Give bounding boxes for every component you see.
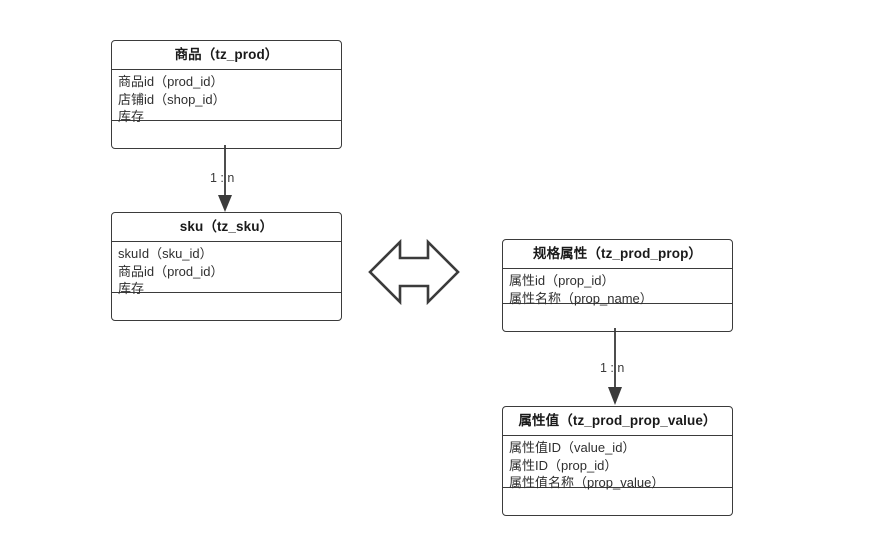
attribute-row: 商品id（prod_id）: [118, 74, 224, 89]
attribute-row: 属性名称（prop_name）: [509, 290, 653, 306]
attribute-row: 属性ID（prop_id）: [509, 457, 618, 473]
relation-arrow-prop-to-prop-value: [608, 328, 622, 405]
entity-footer-tz-prod: [112, 121, 341, 148]
relation-cardinality-label-prop-prop-value: 1 : n: [600, 361, 625, 375]
entity-header-tz-prod-prop-value: 属性值（tz_prod_prop_value）: [503, 407, 732, 436]
attribute-row: 库存: [118, 281, 145, 296]
entity-footer-tz-prod-prop: [503, 304, 732, 331]
attribute-row: 属性值ID（value_id）: [509, 440, 636, 455]
entity-box-tz-prod[interactable]: 商品（tz_prod） 商品id（prod_id） 店铺id（shop_id） …: [111, 40, 342, 149]
relation-cardinality-label-prod-sku: 1 : n: [210, 171, 235, 185]
entity-attributes-tz-prod-prop-value: 属性值ID（value_id） 属性ID（prop_id） 属性值名称（prop…: [503, 436, 732, 490]
double-headed-arrow-icon: [368, 238, 460, 306]
attribute-row: 属性id（prop_id）: [509, 273, 615, 288]
entity-header-tz-prod: 商品（tz_prod）: [112, 41, 341, 70]
entity-attributes-tz-prod: 商品id（prod_id） 店铺id（shop_id） 库存: [112, 70, 341, 124]
attribute-row: 库存: [118, 109, 145, 124]
attribute-row: skuId（sku_id）: [118, 246, 213, 261]
entity-footer-tz-prod-prop-value: [503, 488, 732, 515]
entity-header-tz-prod-prop: 规格属性（tz_prod_prop）: [503, 240, 732, 269]
entity-box-tz-sku[interactable]: sku（tz_sku） skuId（sku_id） 商品id（prod_id） …: [111, 212, 342, 321]
relation-arrow-prod-to-sku: [218, 145, 232, 212]
entity-header-tz-sku: sku（tz_sku）: [112, 213, 341, 242]
entity-attributes-tz-prod-prop: 属性id（prop_id） 属性名称（prop_name）: [503, 269, 732, 306]
attribute-row: 店铺id（shop_id）: [118, 91, 226, 107]
entity-attributes-tz-sku: skuId（sku_id） 商品id（prod_id） 库存: [112, 242, 341, 296]
entity-box-tz-prod-prop-value[interactable]: 属性值（tz_prod_prop_value） 属性值ID（value_id） …: [502, 406, 733, 516]
entity-box-tz-prod-prop[interactable]: 规格属性（tz_prod_prop） 属性id（prop_id） 属性名称（pr…: [502, 239, 733, 332]
attribute-row: 属性值名称（prop_value）: [509, 475, 665, 490]
attribute-row: 商品id（prod_id）: [118, 263, 224, 279]
entity-footer-tz-sku: [112, 293, 341, 320]
